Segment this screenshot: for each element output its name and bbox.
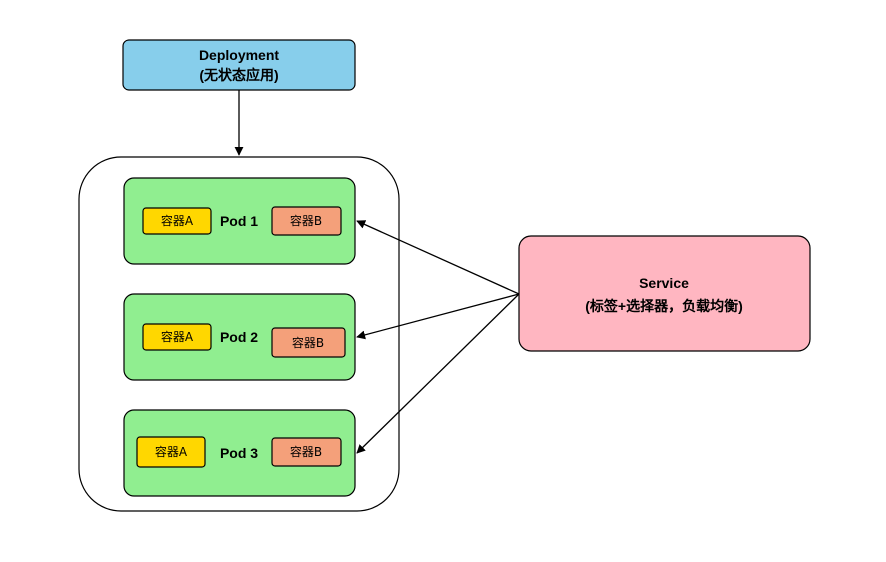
pod-2: 容器A Pod 2 容器B (123, 293, 356, 381)
deployment-node: Deployment (无状态应用) (122, 39, 356, 91)
service-title: Service (639, 275, 689, 291)
pod-1: 容器A Pod 1 容器B (123, 177, 356, 265)
pod-2-container-a (142, 323, 212, 351)
pod-2-container-b (271, 327, 346, 358)
pod-1-container-a-label: 容器A (161, 213, 194, 228)
pod-1-label: Pod 1 (220, 213, 258, 229)
service-subtitle: (标签+选择器，负载均衡) (585, 298, 743, 314)
service-node: Service (标签+选择器，负载均衡) (518, 235, 811, 352)
pod-3-box (123, 409, 356, 497)
pod-2-box (123, 293, 356, 381)
pod-3-container-a (136, 436, 206, 468)
pod-1-container-a (142, 207, 212, 235)
pod-3-container-b-label: 容器B (290, 444, 322, 459)
pod-2-container-b-label: 容器B (292, 335, 324, 350)
pod-1-box (123, 177, 356, 265)
pod-3-container-b (271, 437, 342, 467)
pod-3-container-a-label: 容器A (155, 444, 188, 459)
service-to-pod-3-arrow (356, 293, 520, 454)
pod-1-container-b-label: 容器B (290, 213, 322, 228)
deployment-subtitle: (无状态应用) (199, 67, 278, 83)
pod-2-label: Pod 2 (220, 329, 258, 345)
service-to-pod-2-arrow (356, 293, 520, 340)
service-to-pod-1-arrow (356, 220, 520, 295)
deployment-title: Deployment (199, 47, 279, 63)
pod-1-container-b (271, 206, 342, 236)
service-box (518, 235, 811, 352)
pod-3-label: Pod 3 (220, 445, 258, 461)
pod-3: 容器A Pod 3 容器B (123, 409, 356, 497)
pod-2-container-a-label: 容器A (161, 329, 194, 344)
